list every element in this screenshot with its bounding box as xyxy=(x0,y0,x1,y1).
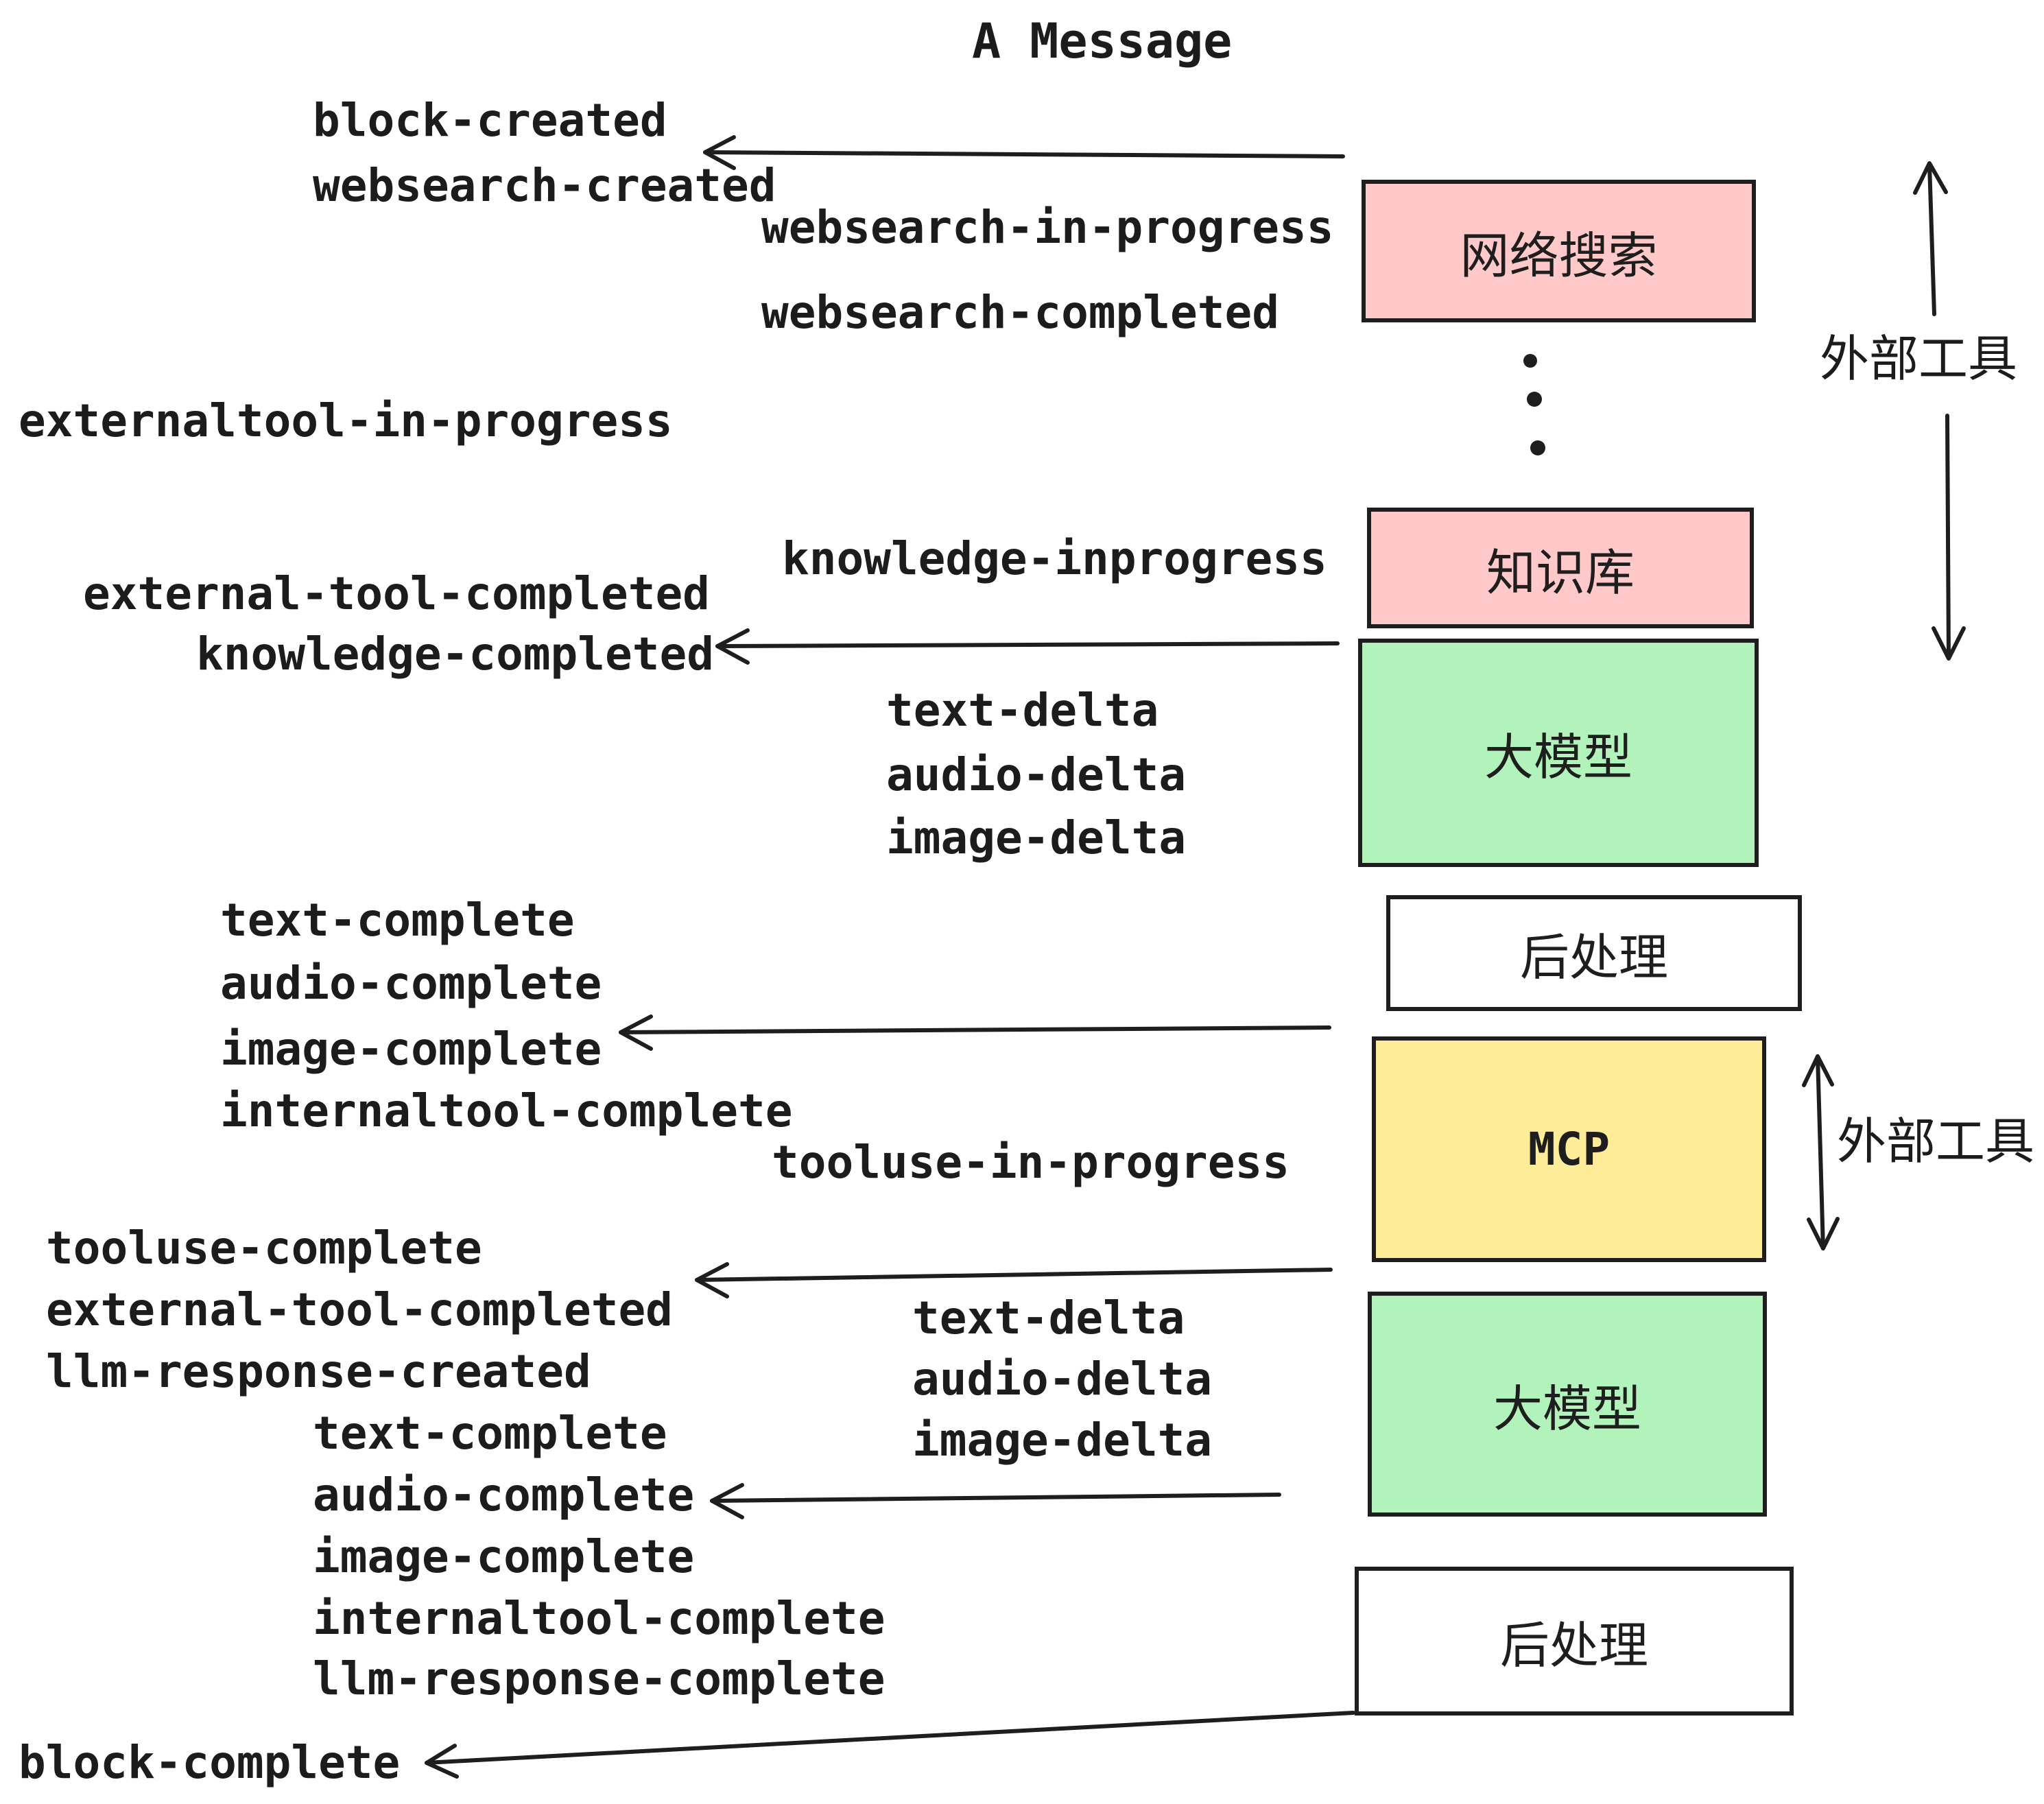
ellipsis-dots xyxy=(1523,354,1545,455)
event-internaltool-complete-2: internaltool-complete xyxy=(313,1592,886,1645)
event-tooluse-in-progress: tooluse-in-progress xyxy=(772,1136,1290,1189)
box-websearch: 网络搜索 xyxy=(1362,180,1756,322)
box-mcp-label: MCP xyxy=(1528,1123,1611,1176)
event-internaltool-complete-1: internaltool-complete xyxy=(220,1084,793,1137)
event-websearch-completed: websearch-completed xyxy=(761,286,1279,339)
box-llm-1-label: 大模型 xyxy=(1484,731,1632,785)
external-tools-arrow-up xyxy=(1913,161,1948,316)
box-knowledge-label: 知识库 xyxy=(1486,545,1635,601)
arrow-to-block-created xyxy=(703,135,1345,170)
box-llm-2-label: 大模型 xyxy=(1493,1381,1641,1437)
event-audio-complete-1: audio-complete xyxy=(220,957,602,1010)
event-llm-response-complete: llm-response-complete xyxy=(313,1652,886,1705)
event-image-delta-1: image-delta xyxy=(886,811,1187,864)
event-text-complete-2: text-complete xyxy=(313,1407,667,1460)
event-image-complete-2: image-complete xyxy=(313,1530,695,1583)
external-tools-label-1: 外部工具 xyxy=(1820,332,2018,387)
box-postprocess-2: 后处理 xyxy=(1355,1567,1794,1716)
event-block-complete: block-complete xyxy=(19,1736,401,1789)
arrow-to-image-complete xyxy=(619,1014,1331,1051)
event-knowledge-inprogress: knowledge-inprogress xyxy=(782,532,1327,585)
event-image-delta-2: image-delta xyxy=(912,1414,1213,1467)
box-llm-2: 大模型 xyxy=(1368,1292,1767,1517)
event-block-created: block-created xyxy=(313,94,667,147)
arrow-to-knowledge-completed xyxy=(715,628,1340,665)
external-tools-arrow-down xyxy=(1932,414,1966,661)
event-websearch-in-progress: websearch-in-progress xyxy=(761,201,1334,254)
event-text-complete-1: text-complete xyxy=(220,894,575,947)
box-postprocess-1-label: 后处理 xyxy=(1519,931,1668,986)
box-mcp: MCP xyxy=(1372,1036,1766,1262)
event-knowledge-completed: knowledge-completed xyxy=(196,628,714,680)
event-tooluse-complete: tooluse-complete xyxy=(46,1222,482,1274)
event-audio-delta-2: audio-delta xyxy=(912,1353,1213,1405)
box-postprocess-1: 后处理 xyxy=(1386,895,1802,1011)
event-audio-delta-1: audio-delta xyxy=(886,748,1187,801)
event-text-delta-1: text-delta xyxy=(886,684,1159,737)
event-externaltool-in-progress: externaltool-in-progress xyxy=(19,394,673,447)
mcp-external-tools-arrow xyxy=(1802,1054,1840,1250)
event-audio-complete-2: audio-complete xyxy=(313,1469,695,1521)
arrow-to-block-complete xyxy=(425,1711,1355,1779)
box-knowledge-base: 知识库 xyxy=(1367,508,1754,628)
box-llm-1: 大模型 xyxy=(1358,639,1759,867)
event-llm-response-created: llm-response-created xyxy=(46,1345,591,1398)
event-text-delta-2: text-delta xyxy=(912,1292,1185,1344)
event-external-tool-completed-2: external-tool-completed xyxy=(46,1283,673,1336)
box-websearch-label: 网络搜索 xyxy=(1460,228,1658,284)
event-external-tool-completed-1: external-tool-completed xyxy=(83,567,710,620)
external-tools-label-2: 外部工具 xyxy=(1837,1115,2035,1170)
arrow-to-audio-complete xyxy=(710,1483,1281,1519)
box-postprocess-2-label: 后处理 xyxy=(1499,1619,1648,1674)
event-image-complete-1: image-complete xyxy=(220,1023,602,1076)
diagram-title: A Message xyxy=(972,13,1233,69)
event-websearch-created: websearch-created xyxy=(313,159,776,212)
